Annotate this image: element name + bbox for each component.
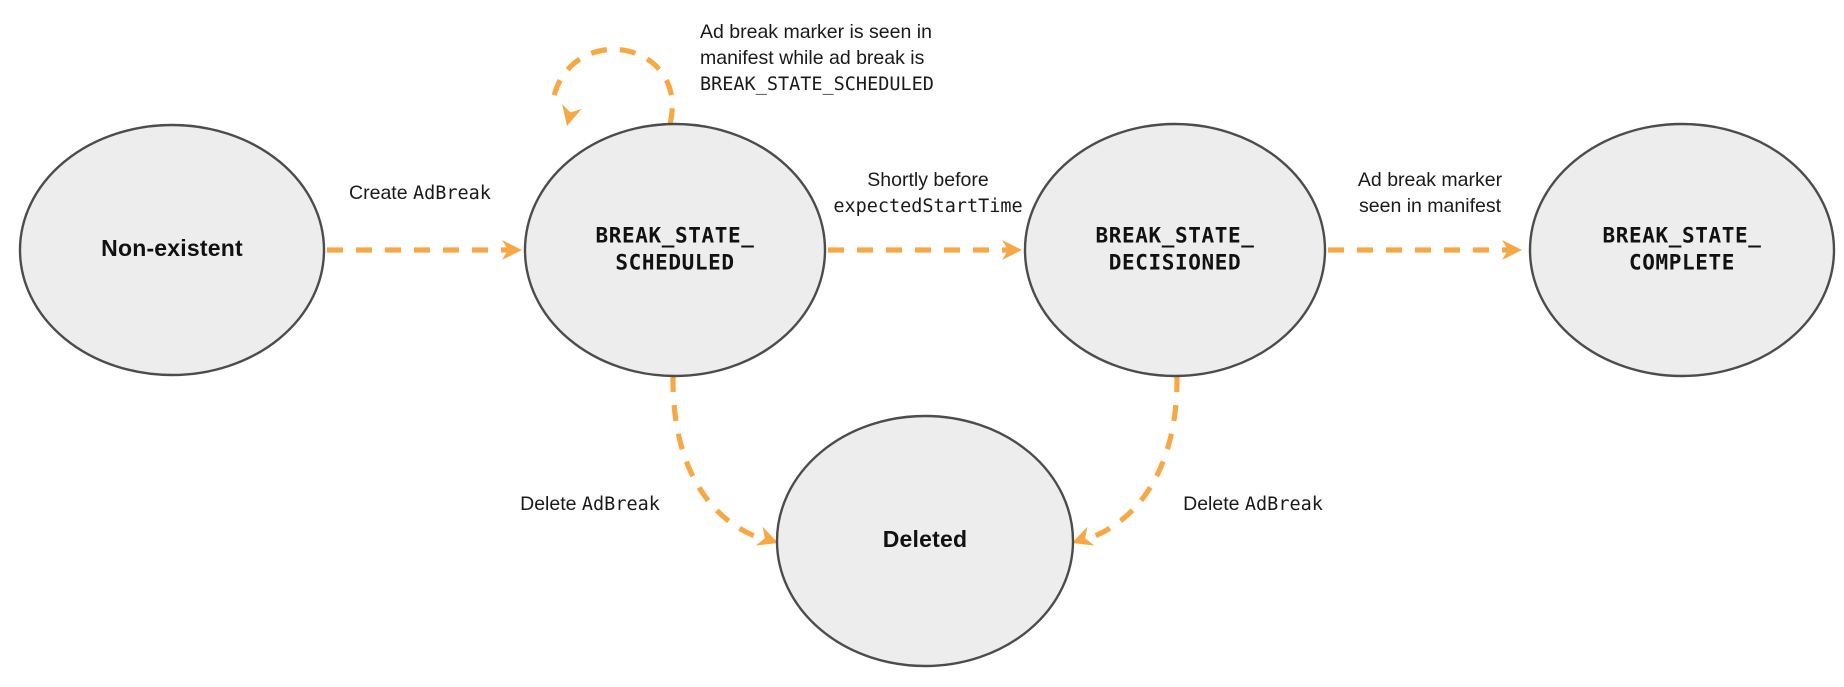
edge-label-run: manifest while ad break is (700, 47, 925, 69)
node-label-deleted: Deleted (883, 526, 967, 552)
edge-label-decisioned-to-complete: Ad break marker seen in manifest (1358, 169, 1503, 217)
edge-label-run: Shortly before (867, 169, 988, 191)
edge-label-decisioned-to-deleted: Delete AdBreak (1183, 493, 1323, 515)
edge-decisioned-to-deleted (1072, 375, 1180, 546)
arrowhead-create-adbreak (502, 240, 522, 260)
node-label-break-state-complete: BREAK_STATE_ (1603, 224, 1762, 248)
node-label-non-existent: Non-existent (101, 235, 243, 261)
edge-label-run: Delete (520, 493, 582, 515)
arrowhead-decisioned-to-deleted (1072, 526, 1095, 546)
edge-scheduled-to-deleted (670, 375, 778, 546)
edge-label-scheduled-to-deleted: Delete AdBreak (520, 493, 660, 515)
edge-line-scheduled-self-loop (550, 46, 675, 125)
state-node-deleted[interactable]: Deleted (775, 414, 1075, 668)
node-label-break-state-complete: COMPLETE (1629, 251, 1735, 275)
node-shape-non-existent (18, 123, 326, 377)
edge-line-scheduled-to-deleted (670, 375, 767, 543)
state-node-break-state-scheduled[interactable]: BREAK_STATE_ SCHEDULED (523, 122, 827, 378)
node-shape-break-state-scheduled (523, 122, 827, 378)
arrowhead-scheduled-to-decisioned (1002, 240, 1022, 260)
edge-label-scheduled-self-loop: Ad break marker is seen in manifest while… (700, 21, 934, 95)
node-label-break-state-decisioned: BREAK_STATE_ (1096, 224, 1255, 248)
node-label-break-state-scheduled: SCHEDULED (615, 251, 734, 275)
edge-label-run: Delete (1183, 493, 1245, 515)
edge-label-run: Ad break marker is seen in (700, 21, 932, 43)
edge-decisioned-to-complete (1328, 240, 1522, 260)
state-node-break-state-decisioned[interactable]: BREAK_STATE_ DECISIONED (1023, 122, 1327, 378)
state-node-non-existent[interactable]: Non-existent (18, 123, 326, 377)
node-label-break-state-scheduled: BREAK_STATE_ (596, 224, 755, 248)
edge-label-run: Ad break marker (1358, 169, 1503, 191)
arrowhead-scheduled-to-deleted (755, 526, 778, 546)
edge-label-scheduled-to-decisioned: Shortly before expectedStartTime (833, 169, 1022, 217)
edge-label-run: AdBreak (1245, 494, 1323, 515)
edges-layer (327, 46, 1522, 546)
node-shape-break-state-decisioned (1023, 122, 1327, 378)
node-label-break-state-decisioned: DECISIONED (1109, 251, 1241, 275)
edge-label-run: seen in manifest (1359, 195, 1502, 217)
node-shape-break-state-complete (1528, 122, 1836, 378)
edge-label-create-adbreak: Create AdBreak (349, 182, 491, 204)
state-node-break-state-complete[interactable]: BREAK_STATE_ COMPLETE (1528, 122, 1836, 378)
edge-scheduled-to-decisioned (828, 240, 1022, 260)
edge-create-adbreak (327, 240, 522, 260)
edge-label-run: Create (349, 182, 413, 204)
arrowhead-decisioned-to-complete (1502, 240, 1522, 260)
edge-labels-layer: Create AdBreak Ad break marker is seen in… (349, 21, 1503, 515)
edge-scheduled-self-loop (550, 46, 675, 126)
node-shape-deleted (775, 414, 1075, 668)
edge-label-run: AdBreak (413, 183, 491, 204)
arrowhead-scheduled-self-loop (562, 104, 582, 126)
edge-label-run: BREAK_STATE_SCHEDULED (700, 74, 934, 95)
edge-label-run: AdBreak (582, 494, 660, 515)
edge-line-decisioned-to-deleted (1083, 375, 1180, 543)
edge-label-run: expectedStartTime (833, 196, 1022, 217)
